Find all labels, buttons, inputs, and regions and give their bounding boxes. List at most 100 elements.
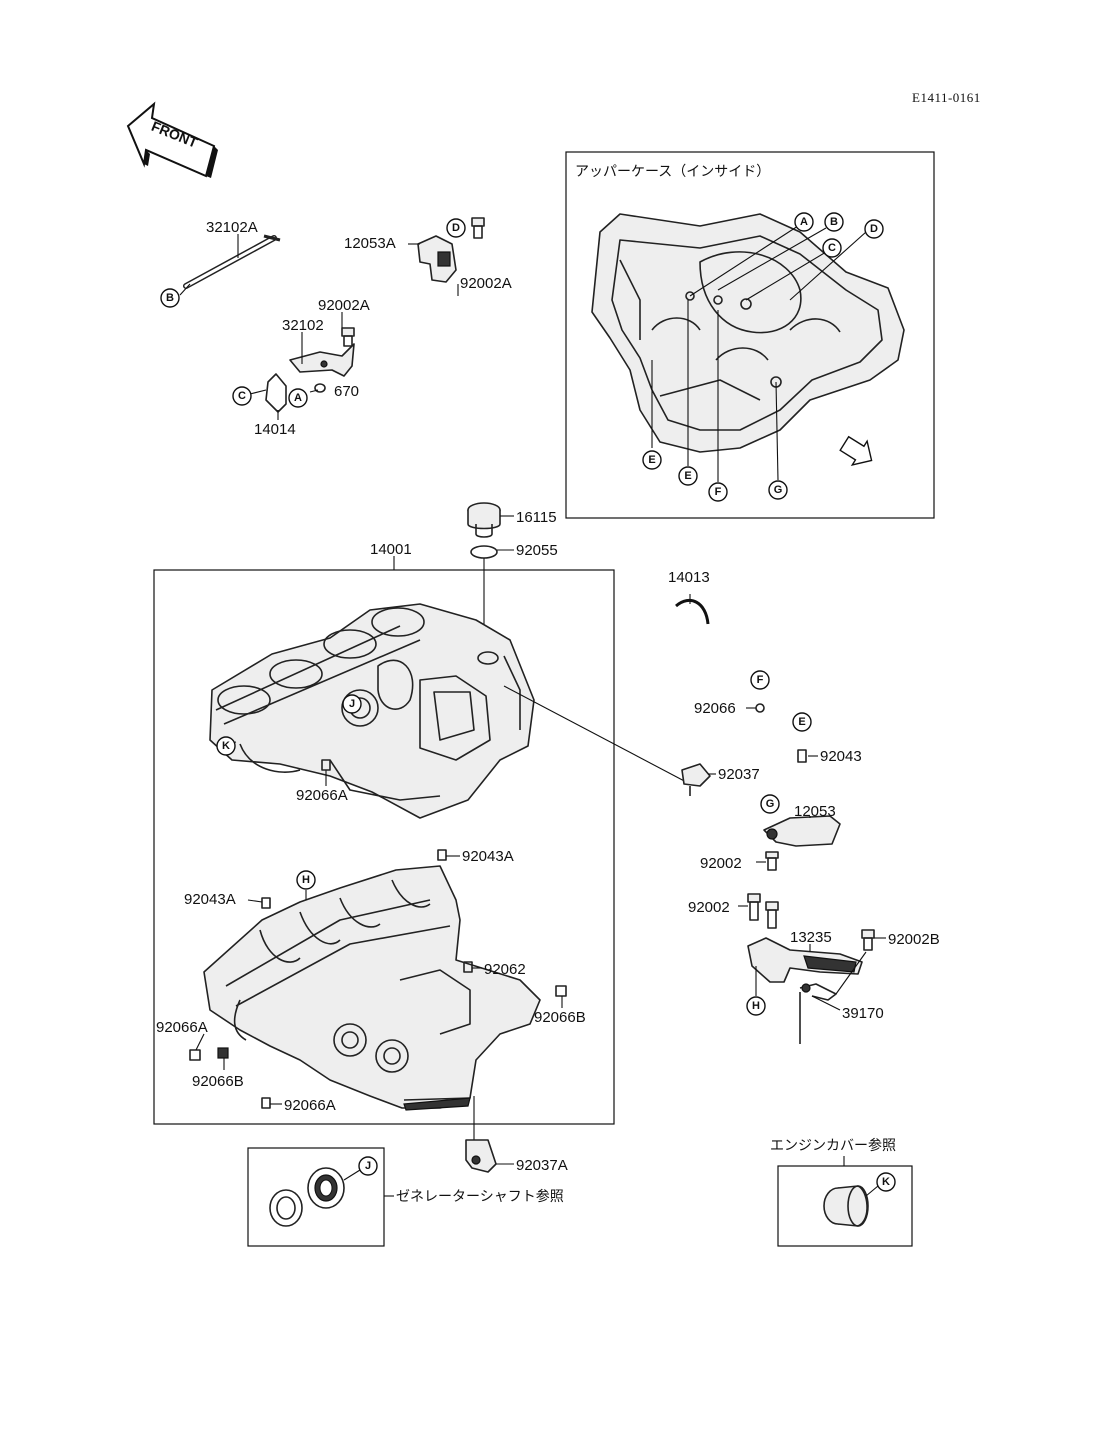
label-92002-a: 92002 — [700, 855, 742, 872]
label-92066A-left: 92066A — [156, 1019, 208, 1036]
callout-H-lower: H — [296, 870, 316, 890]
svg-text:K: K — [222, 740, 230, 752]
label-92037A: 92037A — [516, 1157, 568, 1174]
part-92066A-plug-left — [189, 1049, 201, 1061]
label-14013: 14013 — [668, 569, 710, 586]
label-92002A-mid: 92002A — [318, 297, 370, 314]
svg-text:C: C — [828, 242, 836, 254]
part-92002-bolt-b — [747, 893, 779, 929]
part-670-oring — [314, 383, 326, 393]
part-92002A-bolt-top — [471, 217, 485, 239]
diagram-code: E1411-0161 — [912, 90, 981, 105]
part-12053-guide — [763, 815, 841, 847]
crankcase-assembly-frame — [153, 569, 615, 1125]
svg-text:G: G — [774, 484, 783, 496]
inset-generator-frame — [247, 1147, 385, 1247]
part-12053A-guide — [417, 235, 457, 283]
label-92066B-left: 92066B — [192, 1073, 244, 1090]
callout-F-plug: F — [750, 670, 770, 690]
part-13235-guide — [747, 937, 863, 983]
part-92062-pin — [463, 961, 473, 973]
part-92066-plug — [755, 703, 765, 713]
callout-G-guide: G — [760, 794, 780, 814]
callout-D-upper: D — [864, 219, 884, 239]
label-12053: 12053 — [794, 803, 836, 820]
inset-engine-cover-note: エンジンカバー参照 — [770, 1137, 896, 1154]
callout-E-upper-1: E — [642, 450, 662, 470]
label-92043: 92043 — [820, 748, 862, 765]
part-32102-holder — [289, 343, 355, 377]
svg-text:C: C — [238, 390, 246, 402]
svg-text:E: E — [648, 454, 655, 466]
label-32102: 32102 — [282, 317, 324, 334]
part-92055-oring — [470, 545, 498, 559]
label-12053A: 12053A — [344, 235, 396, 252]
part-16115-filler-cap — [467, 502, 501, 538]
callout-E-upper-2: E — [678, 466, 698, 486]
callout-E-pin: E — [792, 712, 812, 732]
label-92066: 92066 — [694, 700, 736, 717]
inset-engine-cover-frame — [777, 1165, 913, 1247]
part-39170-fitting — [799, 983, 837, 1044]
label-92002A-top: 92002A — [460, 275, 512, 292]
part-92002-bolt-a — [765, 851, 779, 871]
callout-G-upper: G — [768, 480, 788, 500]
part-92066A-plug-upper — [321, 759, 331, 771]
callout-D-guide: D — [446, 218, 466, 238]
label-92037: 92037 — [718, 766, 760, 783]
label-92066A-bottom: 92066A — [284, 1097, 336, 1114]
label-92066A-upper: 92066A — [296, 787, 348, 804]
svg-text:G: G — [766, 798, 775, 810]
upper-crankcase-illustration — [209, 603, 535, 819]
callout-C-upper: C — [822, 238, 842, 258]
callout-A-upper: A — [794, 212, 814, 232]
part-32102A-shaft — [183, 234, 281, 289]
part-92043-pin — [797, 749, 807, 763]
label-92062: 92062 — [484, 961, 526, 978]
part-92002A-bolt-mid — [341, 327, 355, 347]
svg-text:H: H — [752, 1000, 760, 1012]
callout-B-shaft: B — [160, 288, 180, 308]
label-92055: 92055 — [516, 542, 558, 559]
svg-text:E: E — [798, 716, 805, 728]
label-13235: 13235 — [790, 929, 832, 946]
callout-K-cover: K — [876, 1172, 896, 1192]
callout-K-case: K — [216, 736, 236, 756]
label-39170: 39170 — [842, 1005, 884, 1022]
label-92002B: 92002B — [888, 931, 940, 948]
label-92066B-right: 92066B — [534, 1009, 586, 1026]
label-92043A-left: 92043A — [184, 891, 236, 908]
svg-text:F: F — [757, 674, 764, 686]
callout-H-guide: H — [746, 996, 766, 1016]
engine-cover-seal-illustration — [823, 1185, 869, 1227]
part-92002B-bolt — [861, 929, 875, 951]
label-670: 670 — [334, 383, 359, 400]
svg-text:F: F — [715, 486, 722, 498]
part-92037A-clip — [465, 1139, 497, 1173]
callout-A-oring: A — [288, 388, 308, 408]
front-arrow-icon: FRONT — [126, 101, 218, 178]
label-32102A: 32102A — [206, 219, 258, 236]
svg-text:D: D — [452, 222, 460, 234]
callout-F-upper: F — [708, 482, 728, 502]
svg-text:D: D — [870, 223, 878, 235]
label-14001: 14001 — [370, 541, 412, 558]
svg-text:B: B — [830, 216, 838, 228]
label-14014: 14014 — [254, 421, 296, 438]
part-92066B-plug-right — [555, 985, 567, 997]
generator-bearing-seal-illustration — [269, 1167, 345, 1227]
svg-text:K: K — [882, 1176, 890, 1188]
part-92066B-plug-left — [217, 1047, 229, 1059]
label-92043A-right: 92043A — [462, 848, 514, 865]
inset-upper-case-frame — [565, 151, 935, 519]
part-14013-bearing-insert — [675, 599, 710, 625]
svg-text:J: J — [365, 1160, 371, 1172]
label-16115: 16115 — [516, 509, 557, 526]
svg-text:A: A — [800, 216, 808, 228]
svg-text:A: A — [294, 392, 302, 404]
callout-C-plate: C — [232, 386, 252, 406]
svg-text:B: B — [166, 292, 174, 304]
callout-J-generator: J — [358, 1156, 378, 1176]
part-92037-clamp — [681, 763, 711, 796]
